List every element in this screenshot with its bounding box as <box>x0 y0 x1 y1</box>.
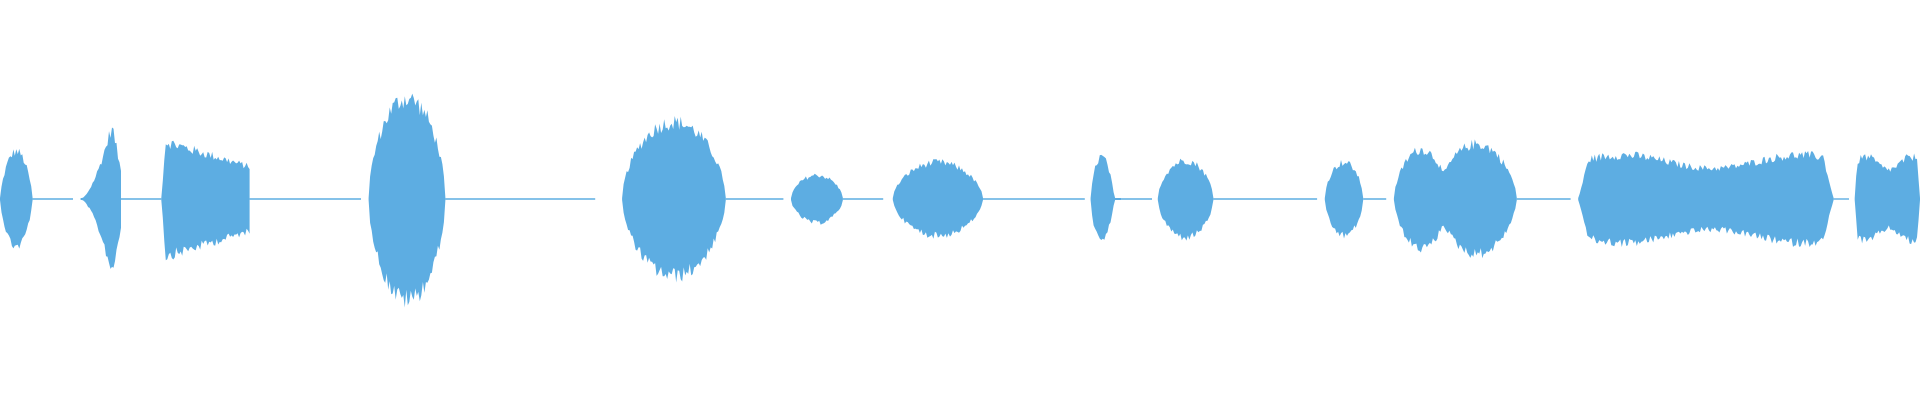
waveform-segment <box>161 140 250 261</box>
waveform-segment <box>1157 158 1214 241</box>
waveform-segment <box>791 173 843 225</box>
waveform-segment <box>1578 151 1834 247</box>
waveform-segment <box>1854 153 1920 245</box>
waveform-segment <box>622 116 726 283</box>
waveform-segment <box>1090 154 1122 240</box>
waveform-segment <box>1324 160 1364 239</box>
waveform-segment <box>1393 139 1517 259</box>
waveform-segment <box>368 93 446 308</box>
waveform-segment <box>0 148 33 249</box>
waveform-segment <box>80 127 121 269</box>
waveform-segment <box>892 159 983 239</box>
